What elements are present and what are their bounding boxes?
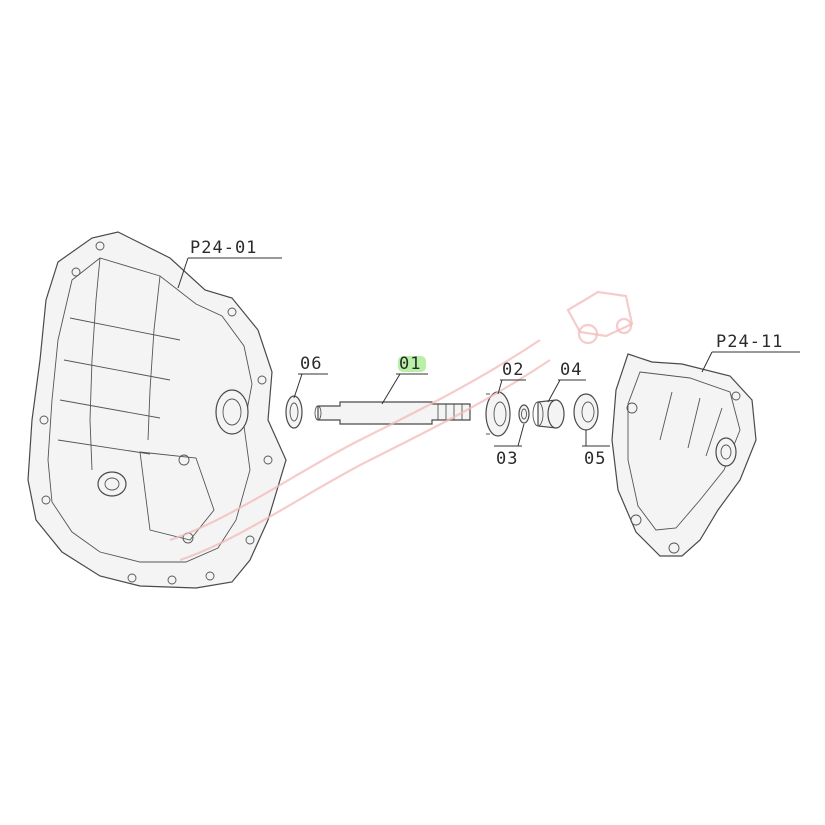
callout-bearing-a[interactable]: 02	[502, 360, 524, 380]
callout-shaft[interactable]: 01	[399, 354, 421, 374]
bearing-part-02	[485, 391, 511, 437]
callout-housing-right[interactable]: P24-11	[716, 332, 783, 352]
callout-housing-left[interactable]: P24-01	[190, 238, 257, 258]
callout-leaders	[177, 257, 800, 447]
callout-seal[interactable]: 06	[300, 354, 322, 374]
right-housing	[611, 353, 757, 557]
watermark	[169, 290, 634, 562]
callout-bearing-b[interactable]: 05	[584, 449, 606, 469]
shaft-label-highlight	[398, 356, 426, 372]
callout-ring[interactable]: 03	[496, 449, 518, 469]
left-housing	[27, 231, 287, 589]
ring-part-03	[518, 404, 530, 424]
collar-part-04	[532, 399, 565, 429]
shaft-part-01	[314, 401, 471, 425]
seal-part-06	[285, 395, 303, 429]
bearing-part-05	[573, 393, 599, 431]
callout-collar[interactable]: 04	[560, 360, 582, 380]
